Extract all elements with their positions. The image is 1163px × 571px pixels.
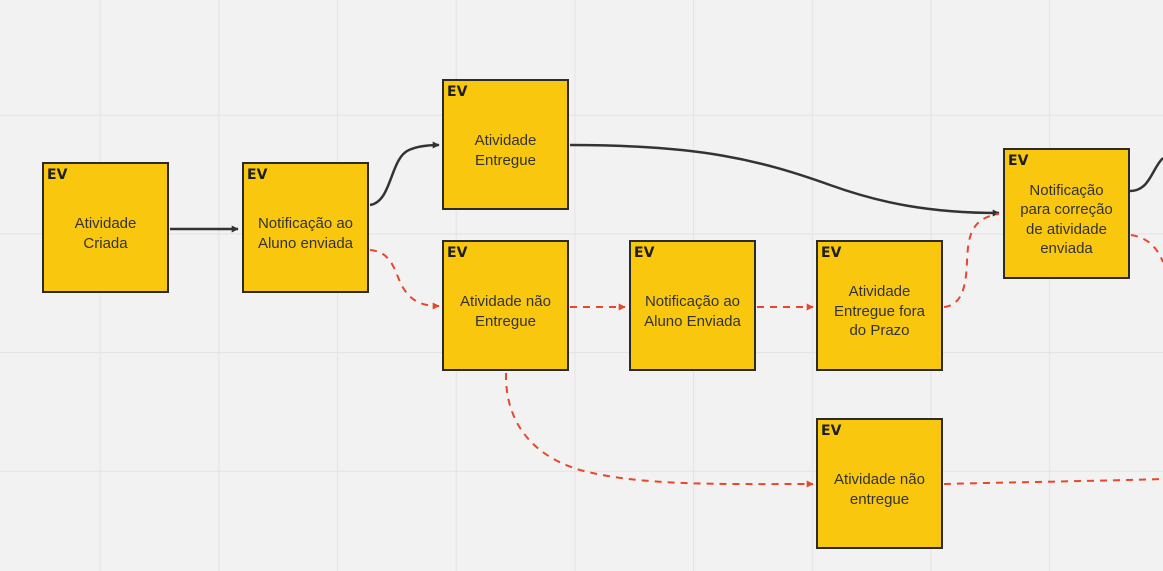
event-tag: EV	[821, 245, 842, 261]
event-card-atividade-entregue-fora-prazo[interactable]: EV Atividade Entregue fora do Prazo	[816, 240, 943, 371]
event-label: Atividade Criada	[74, 215, 137, 252]
connector-correcao-offscreen-dashed[interactable]	[1130, 234, 1163, 263]
event-card-notificacao-aluno-enviada[interactable]: EV Notificação ao Aluno enviada	[242, 162, 369, 293]
event-tag: EV	[634, 245, 655, 261]
connector-entregue-to-correcao[interactable]	[569, 143, 1000, 217]
event-card-notificacao-correcao[interactable]: EV Notificação para correção de atividad…	[1003, 148, 1130, 279]
event-tag: EV	[821, 423, 842, 439]
event-label: Atividade Entregue	[474, 132, 537, 169]
event-card-notificacao-aluno-enviada-2[interactable]: EV Notificação ao Aluno Enviada	[629, 240, 756, 371]
event-label: Notificação para correção de atividade e…	[1020, 181, 1113, 258]
event-label: Notificação ao Aluno Enviada	[644, 293, 741, 330]
connector-nao-entregue-to-nao-entregue-2[interactable]	[504, 372, 814, 488]
event-card-atividade-nao-entregue-2[interactable]: EV Atividade não entregue	[816, 418, 943, 549]
connector-notificacao-to-entregue[interactable]	[369, 141, 440, 207]
event-label: Atividade não Entregue	[460, 293, 551, 330]
event-label: Notificação ao Aluno enviada	[257, 215, 354, 252]
connector-notificacao-to-nao-entregue[interactable]	[369, 249, 440, 310]
event-label: Atividade Entregue fora do Prazo	[834, 283, 925, 340]
connector-nao-entregue-2-offscreen[interactable]	[943, 478, 1163, 485]
event-label: Atividade não entregue	[834, 471, 925, 508]
event-card-atividade-entregue[interactable]: EV Atividade Entregue	[442, 79, 569, 210]
event-card-atividade-criada[interactable]: EV Atividade Criada	[42, 162, 169, 293]
event-tag: EV	[447, 245, 468, 261]
connector-fora-prazo-to-correcao[interactable]	[943, 213, 1000, 308]
event-tag: EV	[447, 84, 468, 100]
connector-correcao-offscreen[interactable]	[1129, 157, 1163, 193]
event-tag: EV	[1008, 153, 1029, 169]
event-tag: EV	[47, 167, 68, 183]
event-card-atividade-nao-entregue[interactable]: EV Atividade não Entregue	[442, 240, 569, 371]
event-tag: EV	[247, 167, 268, 183]
